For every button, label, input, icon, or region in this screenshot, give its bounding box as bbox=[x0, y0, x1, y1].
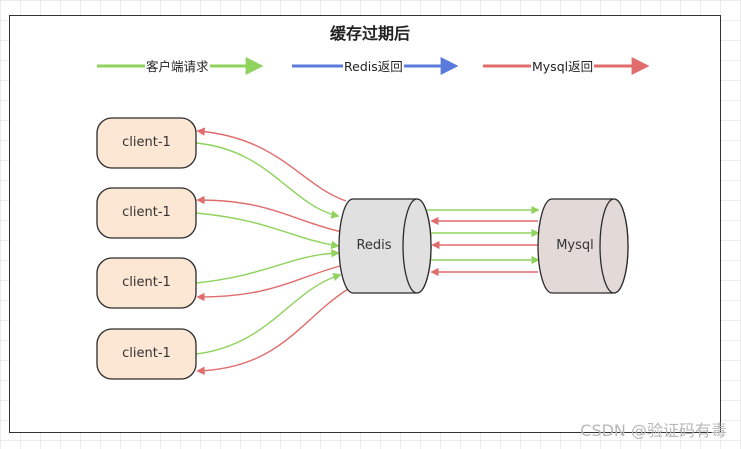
client-node bbox=[96, 187, 197, 239]
redis-cylinder bbox=[338, 198, 432, 294]
edge-client1-request bbox=[195, 142, 340, 219]
client-label: client-1 bbox=[122, 275, 171, 290]
client-label: client-1 bbox=[122, 346, 171, 361]
client-label: client-1 bbox=[122, 205, 171, 220]
mysql-label: Mysql bbox=[556, 238, 594, 253]
client-label: client-1 bbox=[122, 135, 171, 150]
legend-label-client-request: 客户端请求 bbox=[145, 59, 210, 74]
edge-client3-response bbox=[196, 265, 341, 302]
edge-client1-response bbox=[196, 127, 347, 202]
legend-label-mysql-return: Mysql返回 bbox=[531, 59, 595, 74]
client-node bbox=[96, 257, 197, 309]
edge-client2-request bbox=[195, 212, 340, 250]
mysql-cylinder bbox=[537, 198, 629, 294]
edge-client4-request bbox=[195, 272, 342, 355]
watermark: CSDN @验证码有毒 bbox=[580, 421, 727, 440]
edge-client3-request bbox=[195, 249, 340, 284]
client-node bbox=[96, 117, 197, 169]
edge-client4-response bbox=[196, 288, 349, 375]
legend-label-redis-return: Redis返回 bbox=[343, 59, 404, 74]
client-node bbox=[96, 328, 197, 380]
redis-label: Redis bbox=[356, 238, 392, 253]
diagram-title: 缓存过期后 bbox=[329, 24, 410, 43]
edge-client2-response bbox=[196, 195, 343, 233]
